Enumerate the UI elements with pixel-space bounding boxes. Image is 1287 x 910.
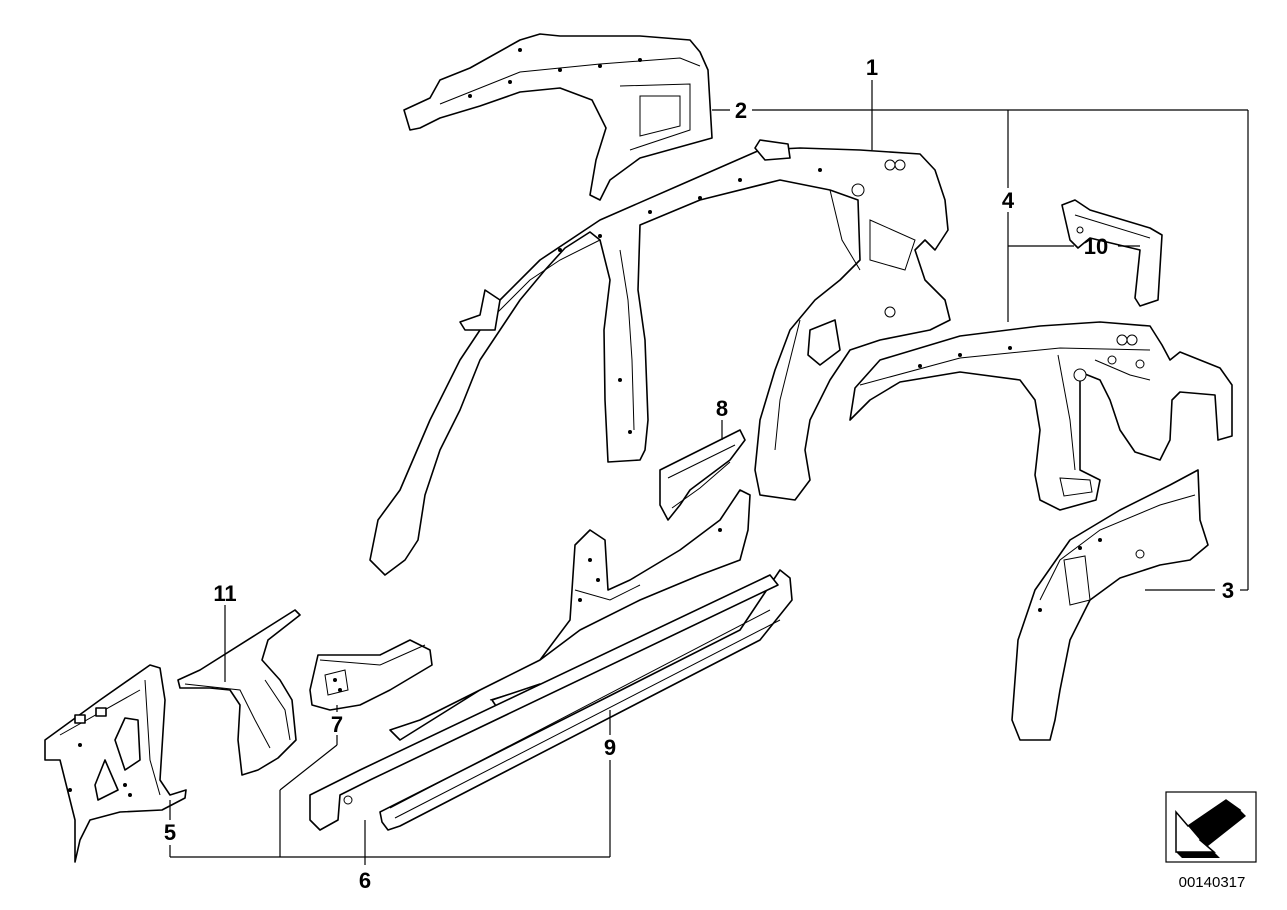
part-3-wheel-arch-outer[interactable] bbox=[1011, 469, 1209, 741]
callout-1[interactable]: 1 bbox=[866, 55, 878, 80]
arrow-front-direction-icon bbox=[1165, 791, 1257, 863]
callout-5[interactable]: 5 bbox=[164, 820, 176, 845]
part-1-side-frame[interactable] bbox=[369, 139, 951, 576]
callout-7[interactable]: 7 bbox=[331, 712, 343, 737]
part-5-a-pillar-inner[interactable] bbox=[44, 664, 187, 863]
callout-10[interactable]: 10 bbox=[1084, 234, 1108, 259]
callout-4[interactable]: 4 bbox=[1002, 188, 1015, 213]
callout-3[interactable]: 3 bbox=[1222, 578, 1234, 603]
part-8-gusset[interactable] bbox=[659, 429, 746, 521]
part-9-outer-sill[interactable] bbox=[309, 569, 793, 831]
diagram-number: 00140317 bbox=[1179, 874, 1246, 891]
part-7-bracket[interactable] bbox=[309, 639, 433, 711]
part-4-wheel-arch-inner[interactable] bbox=[849, 321, 1233, 511]
callout-2[interactable]: 2 bbox=[735, 98, 747, 123]
part-10-rear-bracket[interactable] bbox=[1061, 199, 1163, 307]
part-2-upper-frame[interactable] bbox=[403, 33, 713, 201]
leader-lines bbox=[169, 80, 1249, 865]
part-11-front-bracket[interactable] bbox=[177, 609, 301, 776]
callout-11[interactable]: 11 bbox=[213, 581, 236, 606]
callout-6[interactable]: 6 bbox=[359, 868, 371, 893]
callout-9[interactable]: 9 bbox=[604, 735, 616, 760]
callout-8[interactable]: 8 bbox=[716, 396, 728, 421]
